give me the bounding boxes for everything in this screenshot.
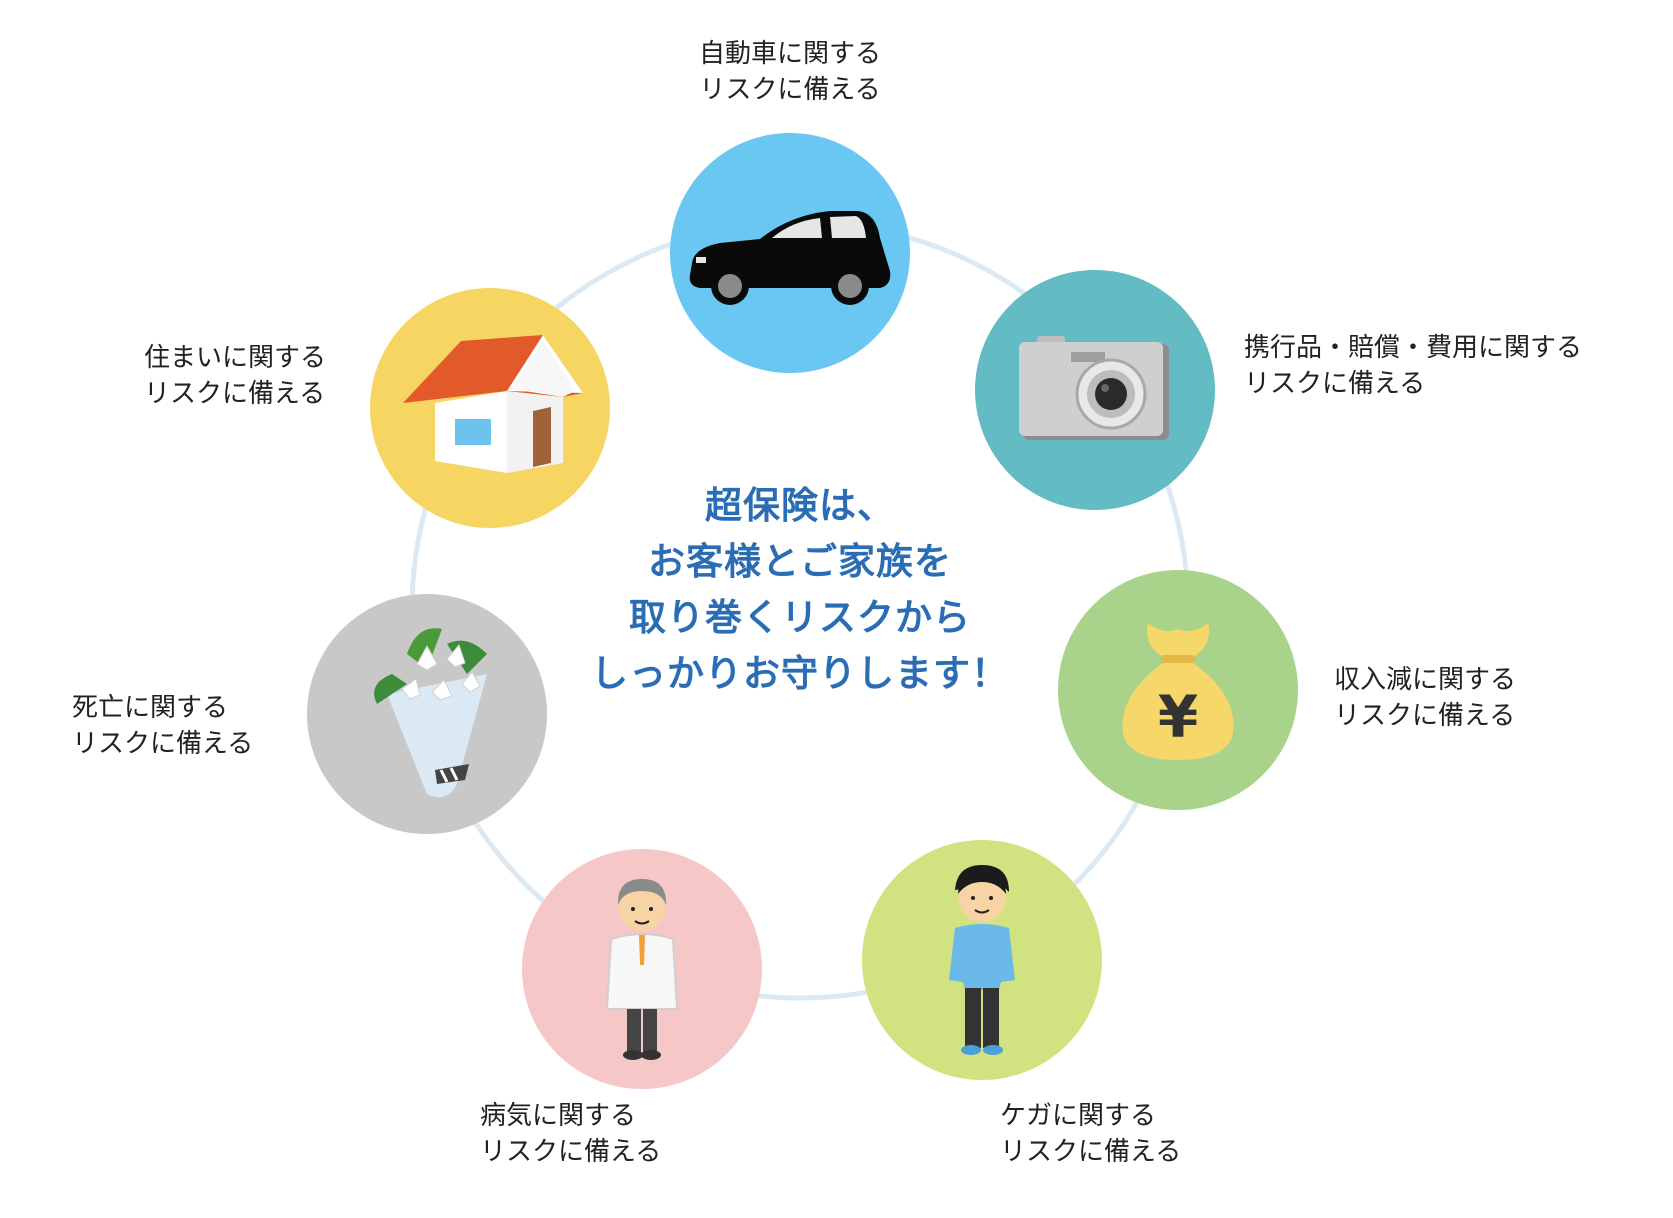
income-label: 収入減に関する リスクに備える	[1334, 662, 1516, 734]
camera-icon	[1019, 336, 1169, 440]
center-message: 超保険は、 お客様とご家族を 取り巻くリスクから しっかりお守りします！	[540, 478, 1060, 702]
center-line-4: しっかりお守りします！	[591, 652, 1009, 695]
illness-label: 病気に関する リスクに備える	[480, 1098, 661, 1170]
injury-node	[862, 840, 1102, 1080]
death-label: 死亡に関する リスクに備える	[72, 690, 253, 762]
camera-node	[975, 270, 1215, 510]
car-node	[670, 133, 910, 373]
center-line-3: 取り巻くリスクから	[629, 596, 971, 639]
car-icon	[689, 211, 891, 305]
camera-label-line2: リスクに備える	[1244, 369, 1426, 399]
illness-node	[522, 849, 762, 1089]
home-node	[370, 288, 610, 528]
death-label-line1: 死亡に関する	[72, 693, 229, 723]
center-line-1: 超保険は、	[705, 484, 895, 527]
center-line-2: お客様とご家族を	[648, 540, 952, 583]
death-node	[307, 594, 547, 834]
injury-label-line2: リスクに備える	[1000, 1137, 1182, 1167]
camera-label-line1: 携行品・賠償・費用に関する	[1244, 333, 1583, 363]
car-label-line1: 自動車に関する	[698, 39, 881, 69]
income-node: ¥	[1058, 570, 1298, 810]
injury-label: ケガに関する リスクに備える	[1000, 1098, 1181, 1170]
house-icon	[403, 335, 583, 473]
money-bag-icon: ¥	[1122, 623, 1234, 760]
home-label-line2: リスクに備える	[144, 379, 326, 409]
car-label: 自動車に関する リスクに備える	[640, 36, 940, 108]
illness-label-line2: リスクに備える	[480, 1137, 662, 1167]
home-label: 住まいに関する リスクに備える	[144, 340, 326, 412]
home-label-line1: 住まいに関する	[144, 343, 327, 373]
illness-label-line1: 病気に関する	[480, 1101, 637, 1131]
death-label-line2: リスクに備える	[72, 729, 254, 759]
flower-bouquet-icon	[374, 628, 487, 798]
camera-label: 携行品・賠償・費用に関する リスクに備える	[1244, 330, 1582, 402]
injury-label-line1: ケガに関する	[1000, 1101, 1157, 1131]
yen-symbol: ¥	[1158, 683, 1198, 751]
income-label-line1: 収入減に関する	[1334, 665, 1517, 695]
car-label-line2: リスクに備える	[699, 75, 881, 105]
income-label-line2: リスクに備える	[1334, 701, 1516, 731]
doctor-icon	[605, 879, 679, 1060]
boy-icon	[949, 865, 1015, 1055]
